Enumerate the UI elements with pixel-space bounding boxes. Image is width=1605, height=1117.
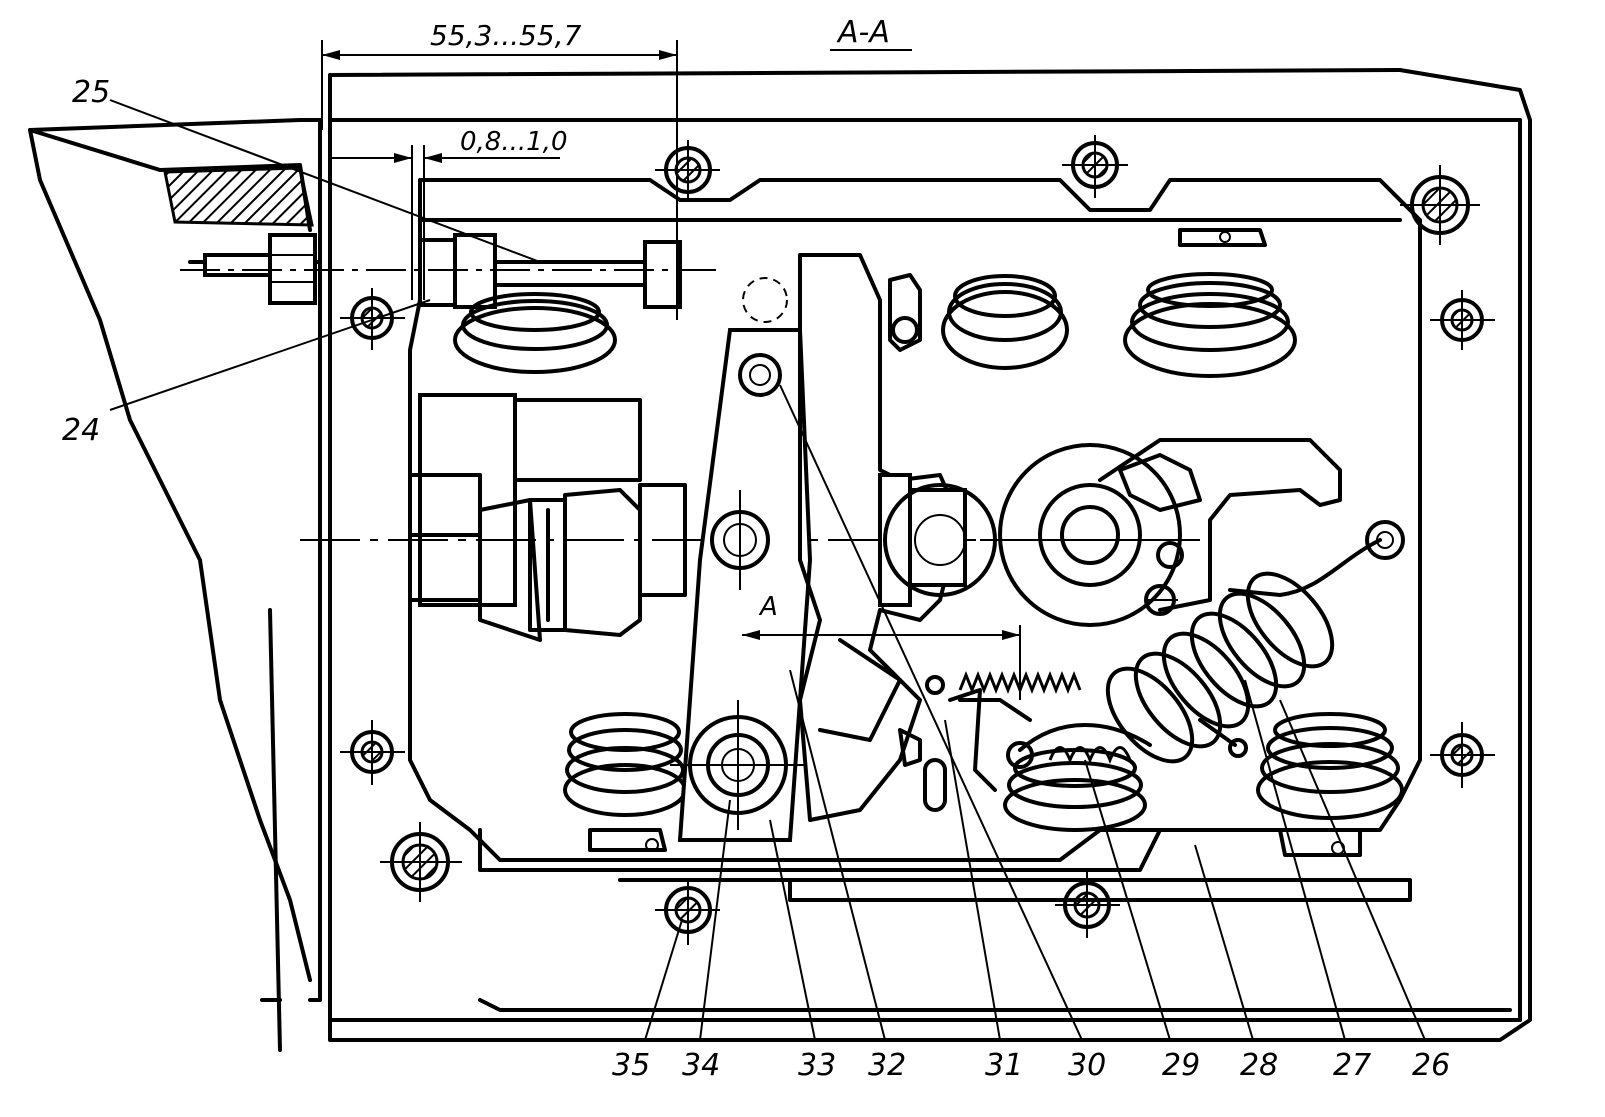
callout-26: 26	[1412, 1048, 1450, 1083]
callout-35: 35	[612, 1048, 650, 1083]
dimension-width: 55,3...55,7	[321, 19, 678, 320]
upper-springs	[453, 228, 1297, 378]
bolt-icon	[340, 720, 405, 785]
callout-25: 25	[72, 75, 110, 110]
callout-29: 29	[1162, 1048, 1200, 1083]
nut-assembly	[878, 473, 997, 607]
callout-34: 34	[682, 1048, 720, 1083]
main-spring	[1006, 571, 1335, 769]
bracket-32	[798, 253, 962, 822]
bolt-icon	[1430, 290, 1495, 350]
callout-28: 28	[1240, 1048, 1278, 1083]
callout-24: 24	[62, 413, 100, 448]
mounting-flange	[28, 118, 322, 1052]
bolt-heads	[340, 135, 1495, 945]
bolt-icon	[380, 822, 462, 902]
section-label: A-A	[830, 15, 912, 51]
spring-icon	[1256, 712, 1404, 820]
callout-33: 33	[798, 1048, 836, 1083]
callout-30: 30	[1068, 1048, 1106, 1083]
bolt-icon	[1062, 135, 1128, 198]
bolt-icon	[1400, 165, 1480, 245]
dimension-gap-label: 0,8...1,0	[460, 127, 568, 157]
bolt-icon	[655, 878, 720, 945]
lever-33	[670, 277, 813, 842]
view-marker-label: A	[758, 592, 778, 622]
spring-icon	[453, 292, 617, 374]
housing-outline	[328, 68, 1532, 1042]
bolt-icon	[1430, 722, 1495, 788]
callout-31: 31	[985, 1048, 1023, 1083]
spring-icon	[563, 712, 687, 817]
callout-numbers: 24 25 26 27 28 29 30 31 32 33 34 35	[62, 75, 1450, 1083]
adjusting-screw	[180, 233, 720, 309]
spring-icon	[1123, 272, 1297, 378]
dimension-gap: 0,8...1,0	[330, 127, 568, 300]
bolt-icon	[1055, 872, 1120, 938]
dimension-width-label: 55,3...55,7	[430, 19, 582, 52]
callout-32: 32	[868, 1048, 906, 1083]
flange-section-hatch	[163, 166, 314, 227]
spring-icon	[1003, 748, 1147, 832]
spring-icon	[941, 274, 1069, 370]
section-label-text: A-A	[836, 15, 890, 50]
small-spring	[925, 670, 1132, 792]
leader-lines	[109, 99, 1426, 1041]
view-marker: A	[742, 592, 1021, 700]
bolt-icon	[340, 288, 405, 350]
cam-assembly	[980, 438, 1405, 627]
callout-27: 27	[1333, 1048, 1371, 1083]
lower-springs	[563, 712, 1404, 857]
